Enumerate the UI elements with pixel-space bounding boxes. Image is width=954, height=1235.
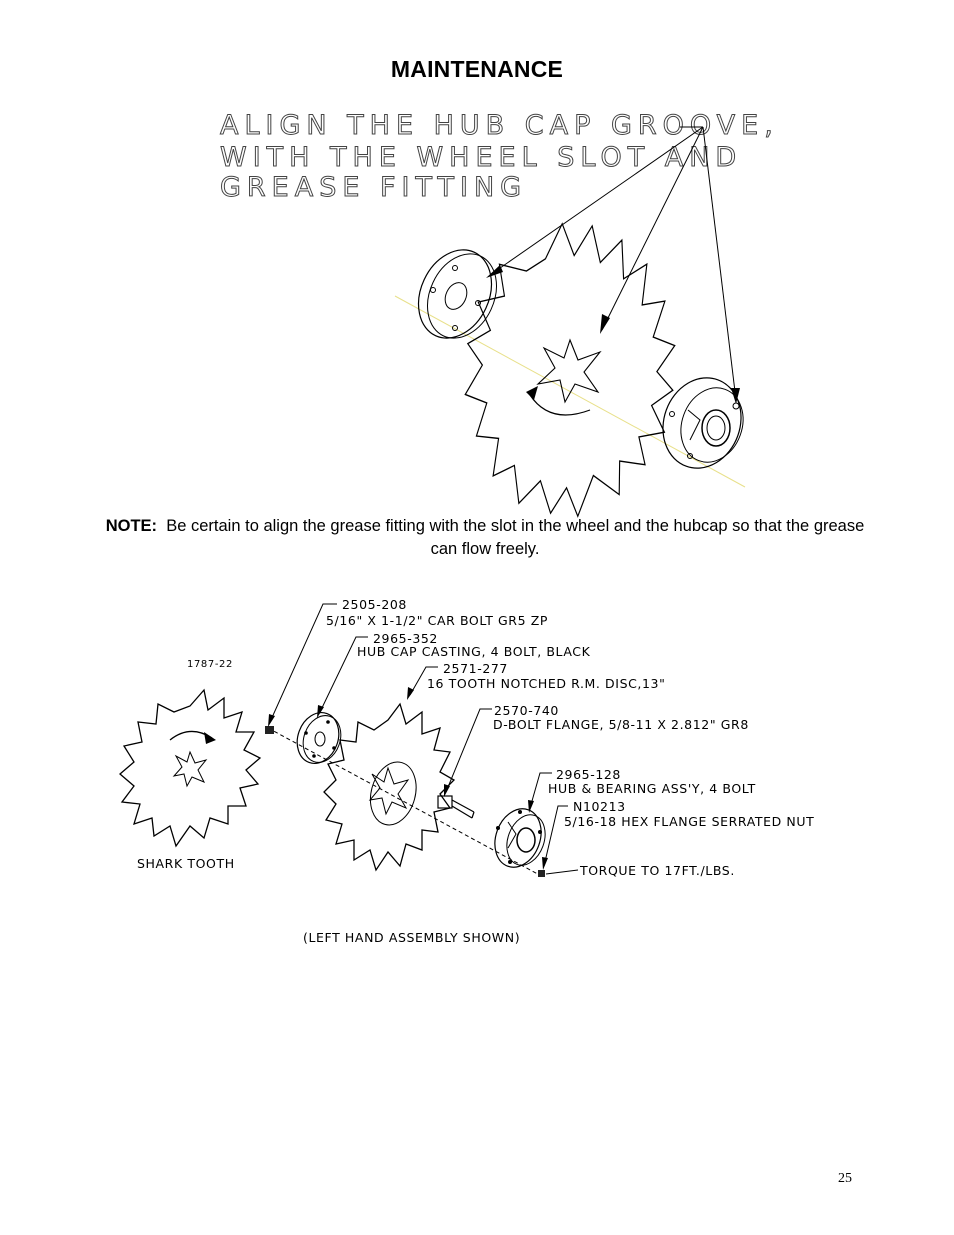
part-desc-nut: 5/16-18 HEX FLANGE SERRATED NUT [564, 814, 814, 829]
torque-note: TORQUE TO 17FT./LBS. [579, 863, 735, 878]
note-text: Be certain to align the grease fitting w… [166, 517, 865, 558]
part-number-car-bolt: 2505-208 [342, 597, 407, 612]
bottom-parts-view: 1787-22 SHARK TOOTH [119, 597, 814, 945]
notched-disc-small-drawing [323, 702, 456, 872]
hub-cap-drawing [417, 249, 497, 339]
shark-tooth-label: SHARK TOOTH [137, 856, 235, 871]
callout-line-2: WITH THE WHEEL SLOT AND [220, 142, 742, 173]
assembly-caption: (LEFT HAND ASSEMBLY SHOWN) [303, 930, 520, 945]
part-desc-d-bolt: D-BOLT FLANGE, 5/8-11 X 2.812" GR8 [493, 717, 749, 732]
part-number-nut: N10213 [573, 799, 626, 814]
part-number-hub-cap: 2965-352 [373, 631, 438, 646]
page-title: MAINTENANCE [390, 56, 564, 82]
hub-bearing-drawing [662, 377, 744, 469]
part-desc-car-bolt: 5/16" X 1-1/2" CAR BOLT GR5 ZP [326, 613, 548, 628]
callout-line-3: GREASE FITTING [220, 172, 527, 203]
page-number: 25 [838, 1171, 852, 1186]
car-bolt-drawing [265, 726, 274, 734]
hub-cap-casting-drawing [296, 712, 342, 764]
top-exploded-view: ALIGN THE HUB CAP GROOVE, WITH THE WHEEL… [220, 110, 779, 518]
note-label: NOTE: [105, 517, 158, 535]
d-bolt-flange-drawing [437, 795, 475, 819]
hub-bearing-small-drawing [494, 808, 546, 868]
hex-nut-drawing [538, 870, 545, 877]
notched-disc-drawing [464, 222, 676, 518]
part-desc-hub-cap: HUB CAP CASTING, 4 BOLT, BLACK [357, 644, 591, 659]
part-desc-hub-bearing: HUB & BEARING ASS'Y, 4 BOLT [548, 781, 756, 796]
part-number-hub-bearing: 2965-128 [556, 767, 621, 782]
callout-line-1: ALIGN THE HUB CAP GROOVE, [220, 110, 779, 141]
note-paragraph: NOTE: Be certain to align the grease fit… [100, 515, 870, 561]
drawing-number: 1787-22 [187, 659, 233, 670]
part-number-disc: 2571-277 [443, 661, 508, 676]
part-number-d-bolt: 2570-740 [494, 703, 559, 718]
part-desc-disc: 16 TOOTH NOTCHED R.M. DISC,13" [427, 676, 665, 691]
shark-tooth-wheel-drawing [119, 688, 262, 848]
